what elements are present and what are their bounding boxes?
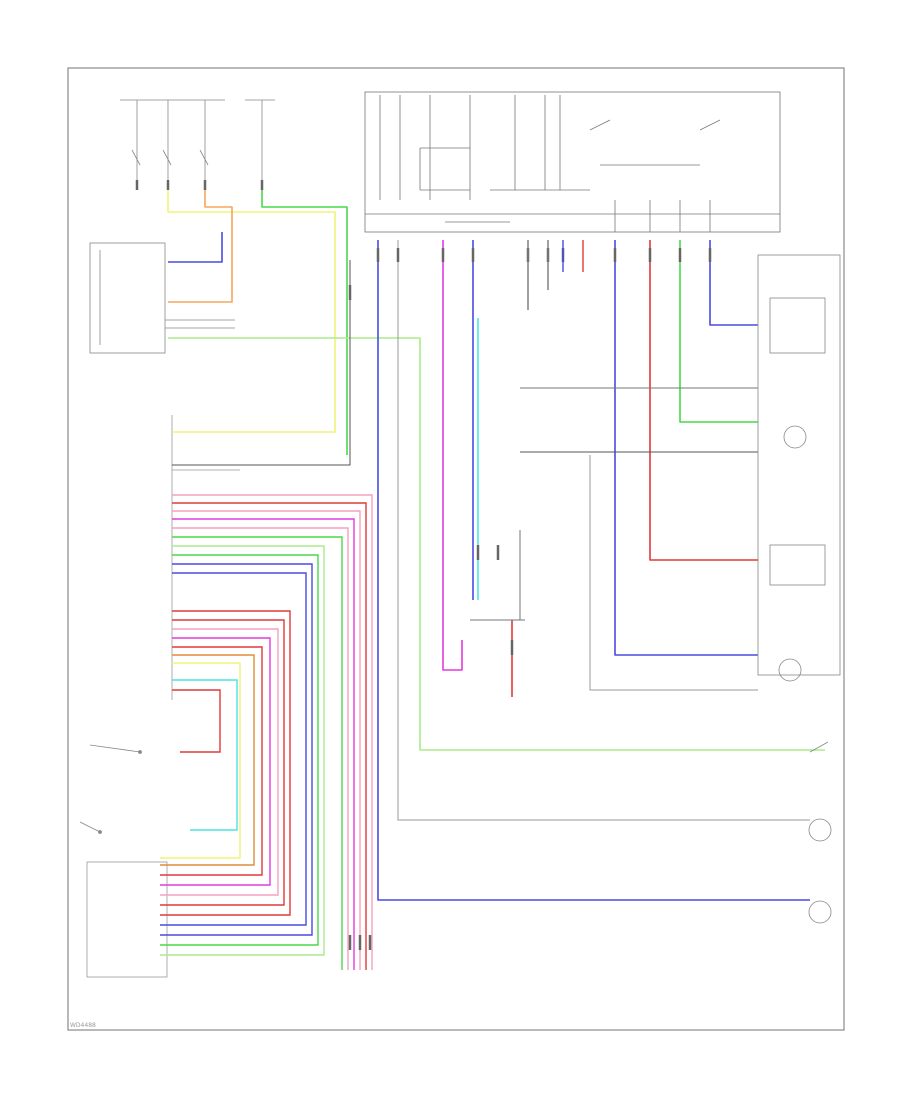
wire-grey-b [589,455,758,691]
diagram-code: WD4488 [70,1022,96,1029]
wire-light-green [168,337,825,751]
wire-green-right [679,240,758,423]
wire-grey-a [397,240,810,821]
headlamp-icon [783,425,807,449]
harness-bus [160,494,373,970]
wire-network [167,180,825,901]
left-fuse-switches [120,99,275,180]
wire-green-top [261,180,348,455]
diagram-frame [67,67,845,1031]
front-lamp-icon [808,818,832,842]
wire-dark-a [172,260,351,466]
headlamp-lh-icon [778,658,802,682]
lower-left-switches [79,744,142,834]
connector-stubs [135,180,712,950]
wire-blue-bottom [377,240,810,901]
wire-orange [168,180,233,303]
right-lamp-components [757,254,841,924]
wire-magenta [442,240,463,671]
wire-red-right [649,240,758,561]
left-connector-column [86,415,240,978]
rear-lamp-icon [808,900,832,924]
wire-yellow [167,180,336,433]
top-fuse-wire-tails [527,240,584,310]
wire-blue-lower-right [614,240,758,656]
wire-blue-right [709,240,758,326]
body-control-module [89,242,235,354]
wire-blue-bcm [168,232,223,263]
fuse-relay-block [364,91,781,233]
